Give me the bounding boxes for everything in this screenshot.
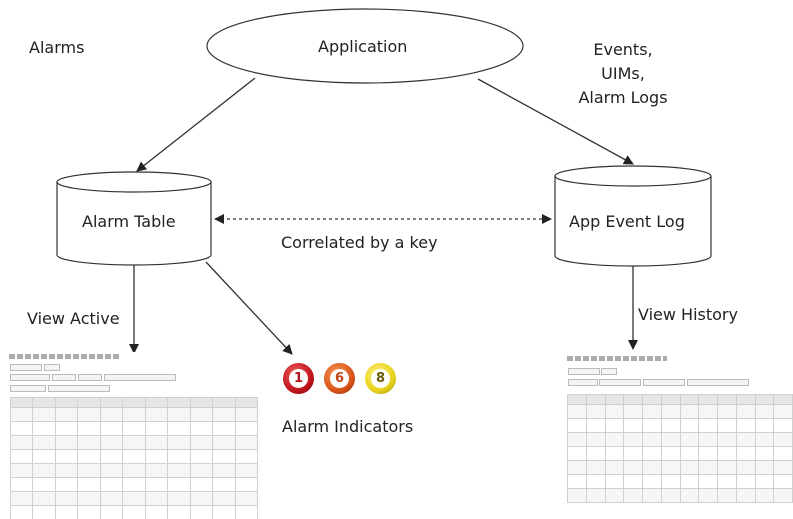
arrow-application-to-alarm-table [136,77,256,172]
alarm-indicator-critical[interactable]: 1 [283,363,314,394]
application-label: Application [318,37,408,56]
arrow-to-indicators [205,261,293,355]
alarm-indicator-minor-count: 8 [371,369,390,388]
alarm-indicator-critical-count: 1 [289,369,308,388]
arrow-application-to-event-log [477,78,634,165]
event-history-screenshot [563,352,793,519]
active-alarms-screenshot [4,352,266,519]
app-event-log-node [554,165,712,267]
events-label-line3: Alarm Logs [578,88,668,107]
events-label-line2: UIMs, [601,64,645,83]
events-label-line1: Events, [593,40,653,59]
alarm-indicators-label: Alarm Indicators [282,417,414,436]
app-event-log-label: App Event Log [569,212,685,231]
view-history-label: View History [638,305,738,324]
alarm-indicator-major[interactable]: 6 [324,363,355,394]
alarm-table-label: Alarm Table [82,212,176,231]
alarm-indicator-major-count: 6 [330,369,349,388]
application-node [206,8,524,84]
correlated-label: Correlated by a key [281,233,438,252]
events-label: Events, UIMs, Alarm Logs [563,38,683,110]
view-active-label: View Active [27,309,120,328]
alarm-indicator-minor[interactable]: 8 [365,363,396,394]
alarms-label: Alarms [29,38,85,57]
